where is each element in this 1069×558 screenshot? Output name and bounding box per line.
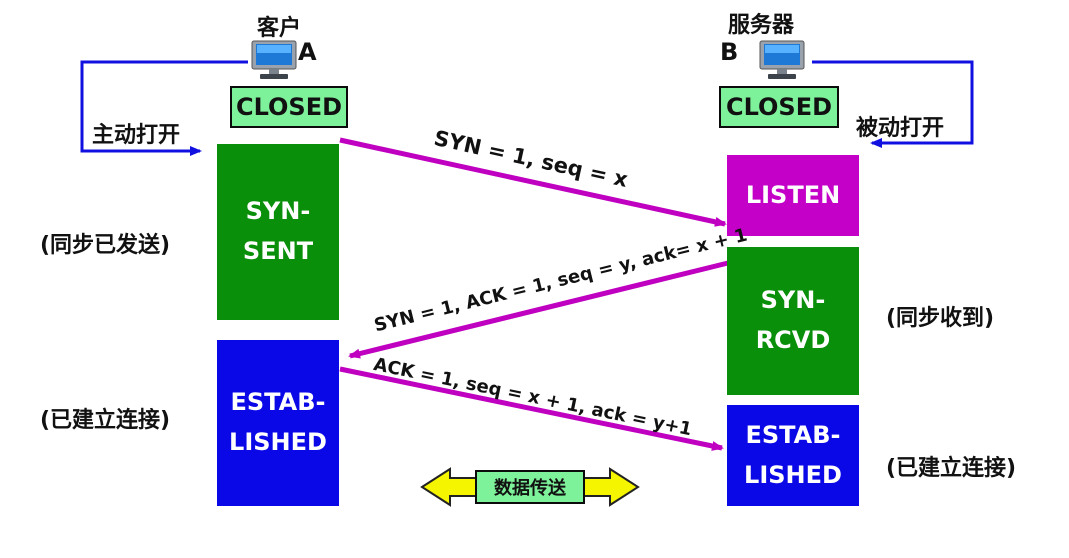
passive-open-label: 被动打开: [856, 116, 945, 141]
ack-arrow: [339, 366, 724, 451]
active-open-label: 主动打开: [92, 123, 181, 148]
server-syn-rcvd-state: SYN- RCVD: [727, 247, 859, 395]
data-transfer-label: 数据传送: [475, 470, 585, 504]
syn-arrow: [339, 137, 727, 227]
syn-rcvd-note: (同步收到): [886, 306, 995, 331]
server-listen-state: LISTEN: [727, 155, 859, 236]
data-transfer-indicator: 数据传送: [420, 467, 640, 507]
server-title: 服务器: [728, 13, 795, 38]
client-title: 客户: [257, 16, 302, 41]
active-open-line: [80, 60, 248, 156]
server-closed-state: CLOSED: [719, 86, 839, 128]
client-established-note: (已建立连接): [40, 408, 171, 433]
server-established-state: ESTAB- LISHED: [727, 405, 859, 506]
syn-sent-note: (同步已发送): [40, 233, 171, 258]
client-computer-icon: [250, 40, 298, 80]
client-letter: A: [298, 38, 317, 66]
server-letter: B: [720, 38, 739, 66]
client-syn-sent-state: SYN- SENT: [217, 144, 339, 320]
client-established-state: ESTAB- LISHED: [217, 340, 339, 506]
client-closed-state: CLOSED: [230, 86, 348, 128]
syn-ack-arrow: [348, 260, 729, 359]
server-computer-icon: [758, 40, 806, 80]
server-established-note: (已建立连接): [886, 456, 1017, 481]
passive-open-line: [812, 60, 974, 148]
